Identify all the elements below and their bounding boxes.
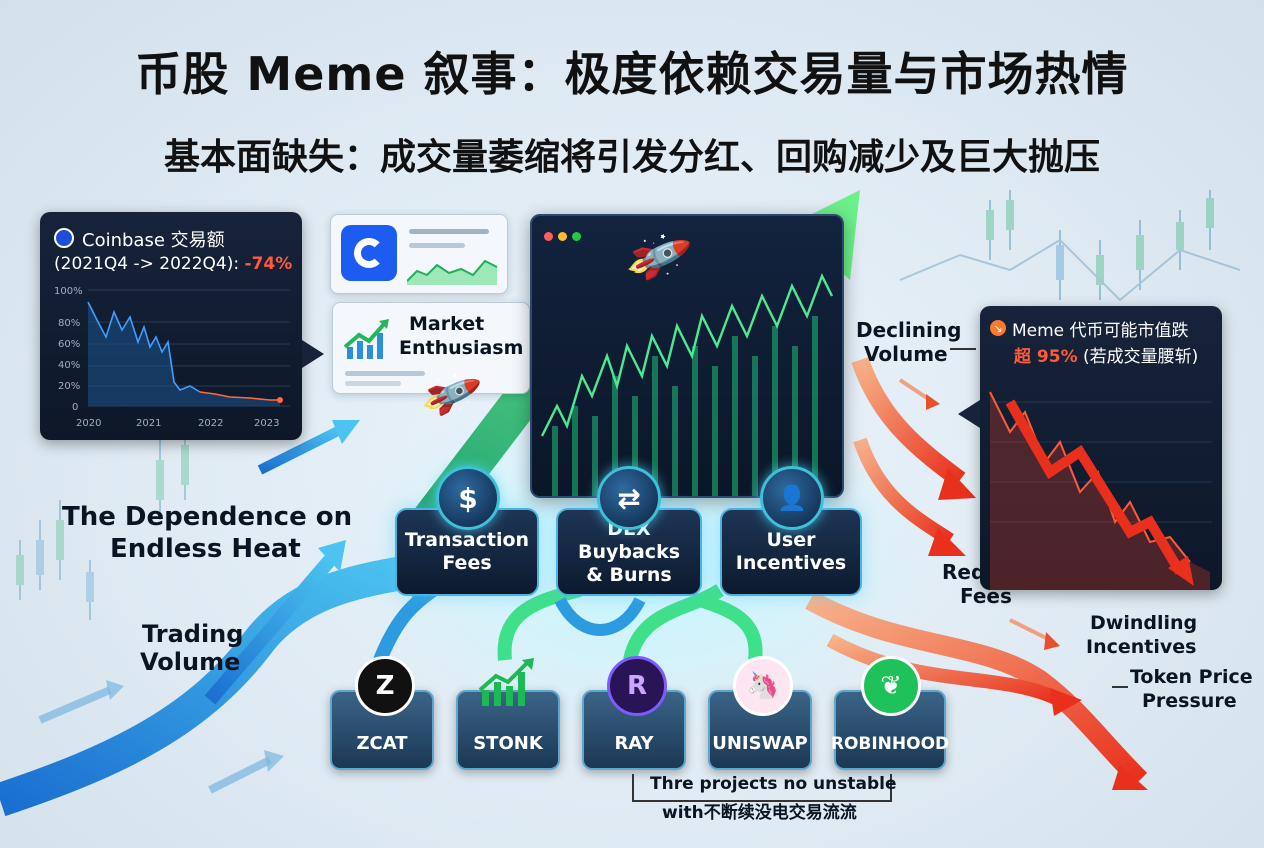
project-ray-label: RAY: [614, 733, 654, 754]
page-subtitle: 基本面缺失：成交量萎缩将引发分红、回购减少及巨大抛压: [163, 137, 1100, 178]
central-trading-screen: [530, 214, 844, 498]
coinbase-heading-line2: (2021Q4 -> 2022Q4): -74%: [54, 254, 292, 274]
down-arrow-icon: ↘: [990, 320, 1006, 336]
token-price-pressure-line2: Pressure: [1142, 690, 1237, 712]
page-title: 币股 Meme 叙事：极度依赖交易量与市场热情: [135, 47, 1129, 101]
project-stonk-label: STONK: [473, 733, 543, 754]
user-incentives-line1: User: [766, 529, 816, 551]
declining-arrow-1: [851, 357, 966, 488]
project-zcat-label: ZCAT: [356, 733, 408, 754]
meme-panel: ↘ Meme 代币可能市值跌 超 95% (若成交量腰斩): [980, 306, 1222, 590]
window-dot-yellow: [558, 232, 567, 241]
project-robinhood-label: ROBINHOOD: [830, 734, 950, 754]
dwindling-incentives-line2: Incentives: [1086, 636, 1197, 658]
uniswap-logo-icon: 🦄: [733, 656, 793, 716]
raydium-logo-icon: R: [607, 656, 667, 716]
market-enthusiasm-line2: Enthusiasm: [399, 337, 524, 359]
meme-heading-line2: 超 95% (若成交量腰斩): [1014, 342, 1198, 367]
dependence-label-line1: The Dependence on: [62, 502, 353, 532]
declining-volume-line1: Declining: [856, 318, 962, 342]
dollar-icon: $: [436, 466, 500, 530]
x-tick-2020: 2020: [76, 418, 101, 429]
y-tick-20: 20%: [58, 381, 80, 392]
window-dot-green: [572, 232, 581, 241]
coinbase-app-icon: [341, 225, 397, 281]
swap-arrows-icon: ⇄: [597, 466, 661, 530]
bottom-note-line2: with不断续没电交易流流: [662, 803, 857, 823]
right-candles: [899, 190, 1241, 302]
window-dot-red: [544, 232, 553, 241]
x-tick-2022: 2022: [198, 418, 223, 429]
declining-volume-line2: Volume: [864, 342, 948, 366]
coinbase-chart: 100% 80% 60% 40% 20% 0 2020 2021 2022 20…: [54, 286, 290, 429]
token-price-pressure-line1: Token Price: [1130, 666, 1253, 688]
x-tick-2021: 2021: [136, 418, 161, 429]
coinbase-logo-icon: [54, 228, 74, 248]
y-tick-0: 0: [72, 402, 78, 413]
robinhood-logo-icon: ❦: [861, 656, 921, 716]
y-tick-40: 40%: [58, 360, 80, 371]
trading-volume-label-line2: Volume: [140, 648, 241, 676]
meme-highlight: 超 95%: [1014, 347, 1078, 367]
central-chart: [540, 273, 834, 496]
bottom-note-bracket: [632, 774, 892, 802]
project-uniswap-label: UNISWAP: [712, 733, 808, 754]
meme-heading-line1: Meme 代币可能市值跌: [1012, 321, 1189, 341]
left-candles: [16, 430, 189, 620]
meme-pointer: [958, 400, 980, 428]
user-incentives-line2: Incentives: [735, 552, 847, 574]
bottom-note-line1: Thre projects no unstable: [650, 774, 897, 794]
coinbase-pointer: [302, 340, 324, 368]
coinbase-y-ticks: 100% 80% 60% 40% 20% 0: [54, 286, 83, 413]
y-tick-60: 60%: [58, 339, 80, 350]
coinbase-x-ticks: 2020 2021 2022 2023: [76, 418, 279, 429]
meme-heading-rest: (若成交量腰斩): [1077, 347, 1199, 367]
growth-chart-icon: [343, 319, 389, 359]
y-tick-80: 80%: [58, 318, 80, 329]
stonk-chart-icon: [478, 658, 534, 706]
transaction-fees-line1: Transaction: [404, 529, 530, 551]
dwindling-incentives-line1: Dwindling: [1090, 612, 1198, 634]
market-enthusiasm-line1: Market: [409, 313, 485, 335]
x-tick-2023: 2023: [254, 418, 279, 429]
meme-decline-chart: [989, 391, 1212, 590]
coinbase-panel: Coinbase 交易额 (2021Q4 -> 2022Q4): -74% 10…: [40, 212, 302, 440]
coinbase-decline-line: [199, 391, 280, 401]
coinbase-series-line: [87, 301, 201, 393]
y-tick-100: 100%: [54, 286, 83, 297]
dependence-label-line2: Endless Heat: [110, 534, 301, 564]
coinbase-change: -74%: [244, 254, 293, 274]
coinbase-period: (2021Q4 -> 2022Q4):: [54, 254, 245, 274]
trading-volume-label-line1: Trading: [142, 620, 244, 648]
coinbase-heading-line1: Coinbase 交易额: [82, 230, 225, 251]
coinbase-app-card: [330, 214, 508, 294]
price-pressure-arrow: [805, 591, 1148, 788]
dex-buybacks-line2: & Burns: [586, 563, 672, 586]
market-enthusiasm-card: Market Enthusiasm: [332, 302, 530, 394]
transaction-fees-line2: Fees: [442, 552, 492, 574]
coinbase-c-icon: [354, 238, 384, 268]
user-icon: 👤: [760, 466, 824, 530]
zcat-logo-icon: Z: [355, 656, 415, 716]
